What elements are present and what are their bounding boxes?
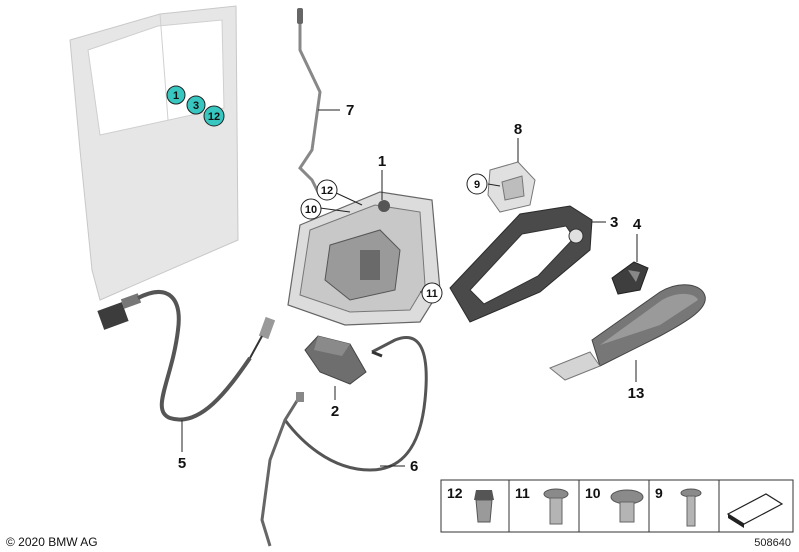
callout-7: 7 bbox=[346, 102, 354, 119]
door-lock-1 bbox=[287, 170, 441, 326]
door-callout-1: 1 bbox=[166, 85, 186, 105]
svg-text:10: 10 bbox=[305, 204, 317, 216]
svg-text:1: 1 bbox=[173, 90, 179, 102]
door-handle-13 bbox=[549, 284, 706, 382]
cable-6 bbox=[260, 336, 428, 547]
copyright: © 2020 BMW AG bbox=[6, 535, 98, 549]
legend-10: 10 bbox=[585, 485, 601, 501]
handle-carrier-3 bbox=[449, 205, 606, 323]
nut-12-part bbox=[474, 490, 494, 523]
callout-5: 5 bbox=[178, 455, 186, 472]
screw-10-part bbox=[610, 489, 644, 523]
legend-11: 11 bbox=[515, 485, 530, 501]
callout-4: 4 bbox=[633, 216, 642, 233]
door-callout-12: 12 bbox=[203, 105, 225, 127]
svg-text:12: 12 bbox=[321, 185, 333, 197]
legend-12: 12 bbox=[447, 485, 463, 501]
circle-callout-11: 11 bbox=[421, 282, 443, 304]
door-panel bbox=[69, 5, 239, 301]
cover-2 bbox=[304, 335, 367, 400]
reference-number: 508640 bbox=[754, 537, 791, 549]
circle-callout-10: 10 bbox=[300, 198, 322, 220]
legend-arrow-icon bbox=[726, 493, 784, 528]
cap-4 bbox=[611, 234, 649, 295]
svg-text:11: 11 bbox=[426, 288, 438, 300]
legend-9: 9 bbox=[655, 485, 663, 501]
circle-callout-9: 9 bbox=[466, 173, 488, 195]
svg-text:12: 12 bbox=[208, 111, 220, 123]
fastener-legend: 12 11 10 9 bbox=[440, 479, 794, 533]
screw-9-part bbox=[680, 488, 702, 527]
screw-11-part bbox=[543, 488, 569, 525]
door-callout-3: 3 bbox=[186, 95, 206, 115]
callout-8: 8 bbox=[514, 121, 522, 138]
svg-text:9: 9 bbox=[474, 179, 480, 191]
rod-7 bbox=[297, 8, 340, 197]
striker-8 bbox=[487, 138, 536, 213]
callout-2: 2 bbox=[331, 403, 339, 420]
circle-callout-12: 12 bbox=[316, 179, 338, 201]
cable-5 bbox=[97, 290, 276, 452]
callout-1: 1 bbox=[378, 153, 386, 170]
callout-6: 6 bbox=[410, 458, 418, 475]
callout-13: 13 bbox=[628, 385, 645, 402]
callout-3: 3 bbox=[610, 214, 618, 231]
svg-text:3: 3 bbox=[193, 100, 199, 112]
